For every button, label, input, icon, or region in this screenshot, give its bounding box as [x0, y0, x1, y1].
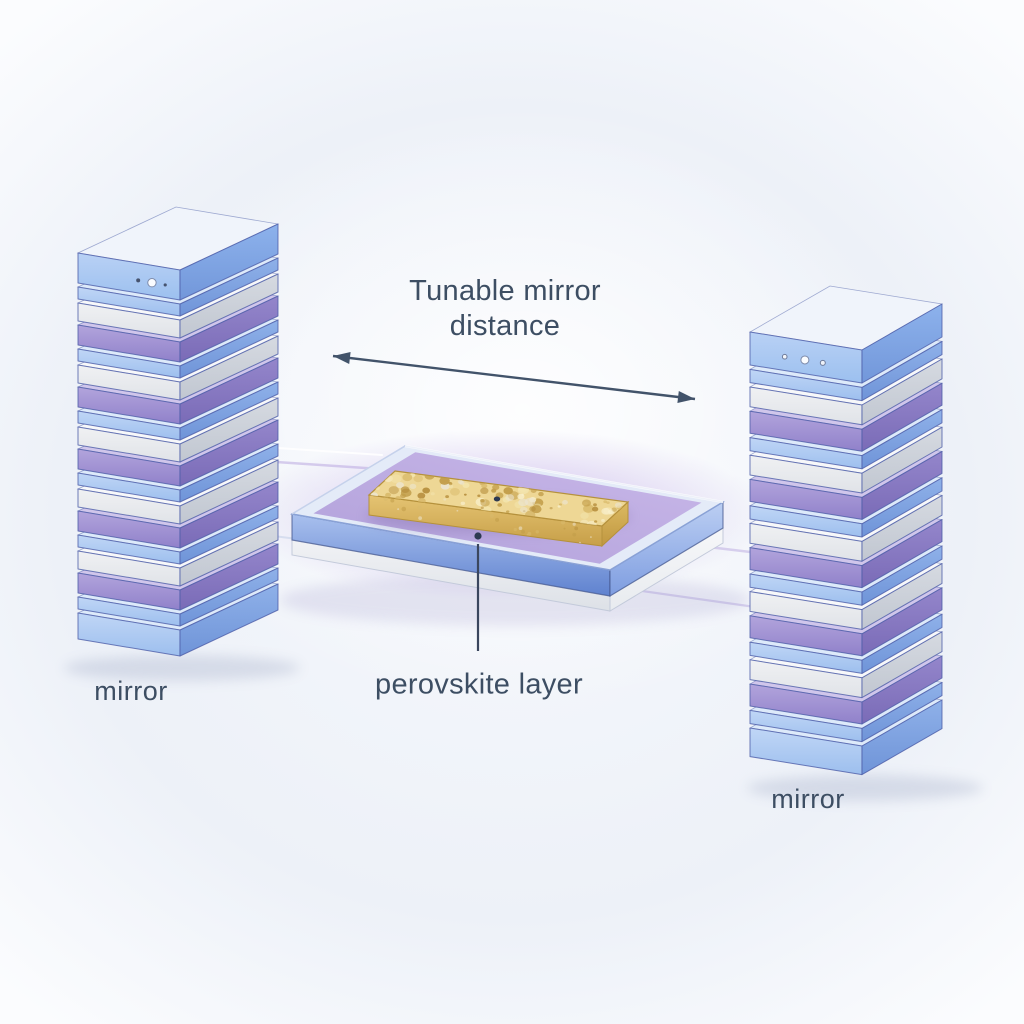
layer-side: [179, 419, 279, 487]
layer-side: [861, 477, 943, 538]
layer-side: [861, 681, 943, 743]
layer-side: [179, 481, 279, 549]
layer-side: [179, 319, 279, 379]
layer-side: [861, 699, 943, 776]
mirror-label-right: mirror: [771, 783, 845, 814]
layer-side: [179, 567, 279, 627]
perovskite-edge-texture: [383, 496, 592, 544]
tunable-distance-arrow: [332, 352, 696, 403]
left-mirror-stack-shadow: [64, 655, 300, 681]
face-mark: [136, 278, 141, 283]
layer-side: [179, 273, 279, 339]
layer-side: [179, 223, 279, 301]
face-mark: [781, 353, 788, 360]
layer-side: [861, 545, 943, 606]
layer-side: [861, 409, 943, 470]
face-mark: [163, 283, 167, 287]
face-mark: [819, 359, 826, 366]
layer-side: [861, 426, 943, 494]
surface-dot: [493, 496, 501, 502]
left-mirror-stack: [76, 206, 280, 657]
layer-side: [861, 631, 943, 699]
layer-side: [861, 382, 943, 452]
layer-side: [861, 613, 943, 674]
layer-side: [179, 459, 279, 525]
layer-side: [179, 295, 279, 363]
face-mark: [147, 278, 157, 288]
tunable-distance-label: Tunable mirror distance: [409, 274, 601, 344]
mirror-label-left: mirror: [94, 675, 168, 706]
layer-side: [861, 519, 943, 589]
layer-side: [861, 340, 943, 402]
layer-side: [179, 443, 279, 503]
layer-side: [861, 450, 943, 520]
tunable-distance-line1: Tunable mirror: [409, 275, 601, 308]
layer-side: [861, 655, 943, 725]
arrowhead: [677, 391, 695, 403]
layer-side: [179, 397, 279, 463]
perovskite-pointer: [474, 532, 482, 651]
arrowhead: [333, 352, 351, 364]
layer-side: [861, 587, 943, 657]
layer-side: [861, 494, 943, 562]
layer-side: [179, 505, 279, 565]
tunable-distance-line2: distance: [449, 310, 561, 342]
layer-side: [179, 583, 279, 657]
layer-side: [179, 335, 279, 401]
face-mark: [800, 355, 810, 365]
layer-side: [179, 543, 279, 611]
layer-side: [179, 357, 279, 425]
right-mirror-stack-shadow: [747, 775, 983, 801]
layer-side: [861, 358, 943, 426]
perovskite-layer-label: perovskite layer: [375, 668, 583, 701]
layer-side: [179, 257, 279, 317]
right-mirror-stack: [748, 285, 944, 776]
layer-side: [179, 521, 279, 587]
layer-side: [861, 303, 943, 384]
layer-side: [179, 381, 279, 441]
layer-side: [861, 563, 943, 630]
perovskite-grain-texture: [370, 471, 623, 526]
